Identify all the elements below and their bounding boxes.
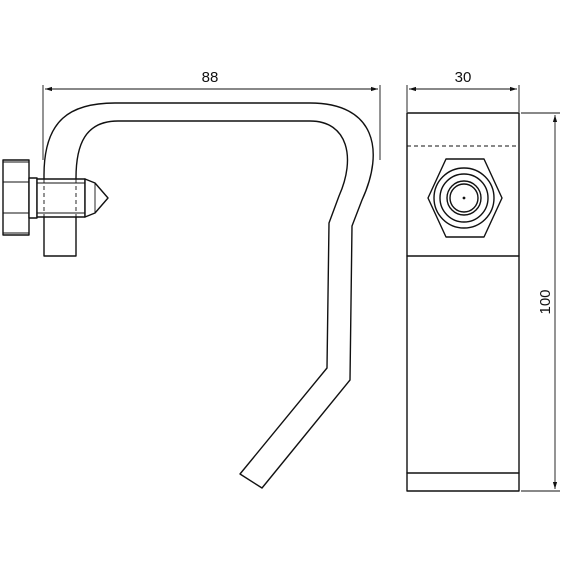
dimension-width-front: 30 bbox=[406, 69, 520, 112]
bolt-shank bbox=[36, 178, 86, 218]
bolt-cone-tip bbox=[84, 178, 109, 218]
front-view: 30 100 bbox=[406, 69, 560, 492]
bolt-head bbox=[2, 159, 30, 236]
dimension-label-100: 100 bbox=[537, 289, 554, 314]
dimension-width-side: 88 bbox=[42, 69, 381, 160]
bolt-washer bbox=[28, 177, 38, 219]
dimension-label-30: 30 bbox=[455, 69, 472, 86]
dimension-label-88: 88 bbox=[202, 69, 219, 86]
front-bolt-hex bbox=[427, 158, 503, 238]
hook-rod bbox=[43, 102, 374, 489]
dimension-height-front: 100 bbox=[521, 112, 560, 492]
side-view: 88 bbox=[2, 69, 381, 489]
